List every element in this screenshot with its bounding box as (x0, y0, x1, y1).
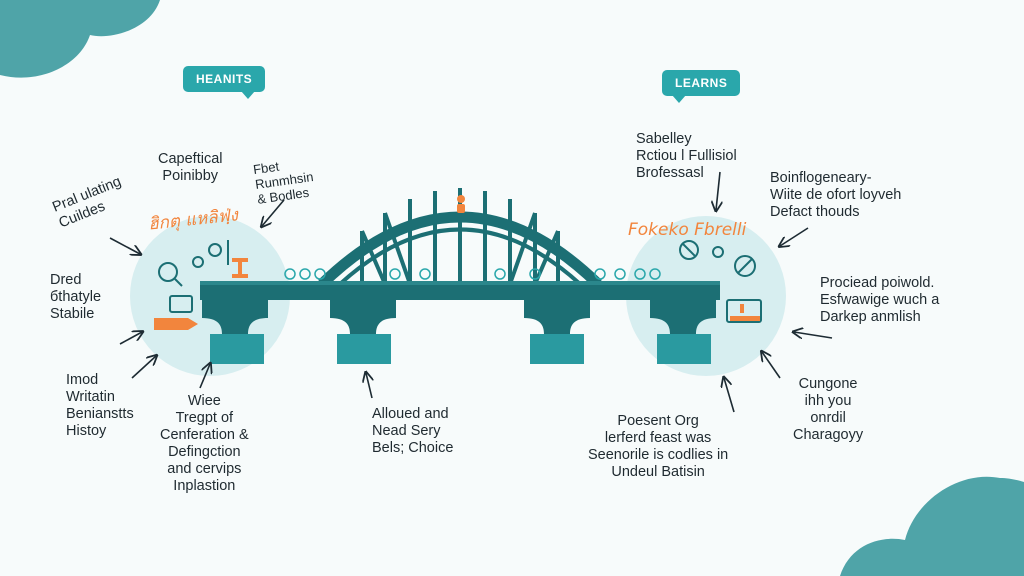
label-imod: Imod Writatin Benianstts Histoy (66, 372, 134, 439)
right-orange-shapes (730, 304, 760, 321)
label-alloued: Alloued and Nead Sery Bels; Choice (372, 406, 454, 456)
bridge-deck (200, 281, 720, 300)
bridge-piers (202, 300, 716, 364)
deck-figures-icon (284, 268, 661, 280)
corner-blob-top-left (0, 0, 160, 78)
label-prociead: Prociead poiwold. Esfwawige wuch a Darke… (820, 275, 940, 325)
label-fbet: Fbet Runmhsin & Bodles (252, 158, 315, 207)
person-icon (457, 195, 465, 213)
label-cungone: Cungone ihh you onrdil Charagoyy (793, 376, 864, 443)
bubble-right: LEARNS (662, 70, 741, 103)
label-poesent: Poesent Org lerferd feast was Seenorile … (588, 413, 729, 480)
label-boinflo: Boinflogeneary- Wiite de ofort loyveh De… (770, 170, 902, 220)
label-capefical: Capeftical Poinibby (158, 151, 223, 184)
label-sabelley: Sabelley Rctiou l Fullisiol Brofessasl (636, 131, 737, 181)
corner-blob-bottom-right (840, 476, 1024, 576)
left-orange-shapes (154, 258, 248, 330)
right-icons (679, 240, 762, 323)
label-wiee: Wiee Tregpt of Cenferation & Defingction… (160, 393, 249, 494)
left-icons (158, 240, 229, 313)
heading-right: Fokeko Fbrelli (628, 220, 747, 240)
label-dred: Dred бthatyle Stabile (50, 272, 102, 322)
arrows (109, 171, 833, 413)
bubble-left: HEANITS (183, 66, 266, 99)
